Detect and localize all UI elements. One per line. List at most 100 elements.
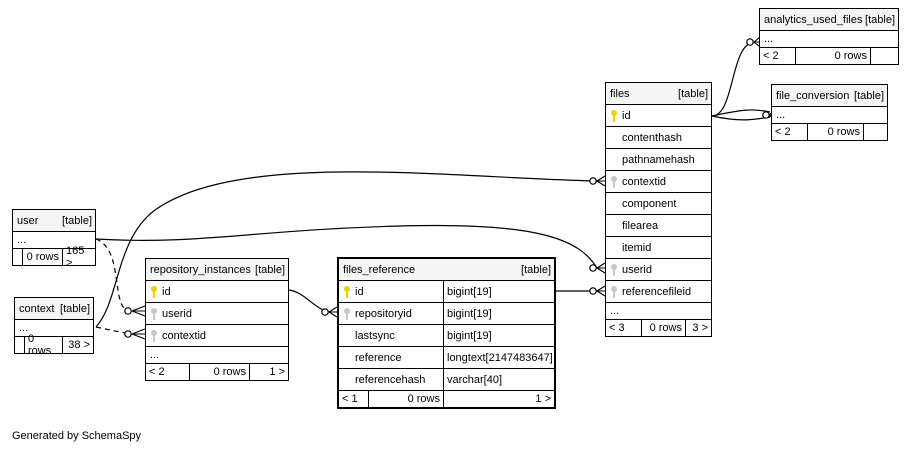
column-row[interactable]: pathnamehash [606,149,711,171]
crowsfoot-marker [596,262,606,274]
table-name: analytics_used_files [764,13,863,26]
foreign-key-icon [606,285,622,298]
column-name: id [162,285,171,298]
crowsfoot-marker [596,175,606,187]
table-user[interactable]: user [table] ... 0 rows 165 > [12,209,96,269]
column-name: userid [162,307,192,320]
optional-marker [589,177,597,185]
link-files-analytics [711,41,756,117]
column-type: longtext[2147483647] [443,347,554,368]
children-count[interactable]: 1 > [269,366,285,378]
table-header: files_reference [table] [339,259,554,281]
more-columns: ... [13,232,95,249]
parents-count[interactable] [13,249,23,265]
foreign-key-icon [339,307,355,320]
more-columns: ... [606,303,711,320]
children-count[interactable]: 3 > [692,322,708,334]
parents-count[interactable]: < 1 [339,391,369,407]
row-count: 0 rows [796,48,871,64]
children-count[interactable]: 38 > [68,339,90,351]
column-type: bigint[19] [443,303,554,324]
crowsfoot-marker [131,305,146,317]
row-count: 0 rows [642,320,686,336]
parents-count[interactable]: < 2 [146,364,190,380]
column-row[interactable]: userid [606,259,711,281]
table-footer: < 2 0 rows 1 > [146,364,288,380]
table-kind: [table] [60,302,90,315]
foreign-key-icon [606,263,622,276]
parents-count[interactable] [15,337,25,353]
table-kind: [table] [854,89,884,102]
column-name: contenthash [622,131,682,144]
table-kind: [table] [521,263,551,276]
optional-marker [321,308,329,316]
optional-marker [746,38,754,46]
column-row[interactable]: referencefileid [606,281,711,303]
column-name: id [622,109,631,122]
children-count[interactable] [871,48,898,64]
row-count: 0 rows [25,333,63,357]
column-row[interactable]: component [606,193,711,215]
table-header: file_conversion [table] [772,85,887,107]
table-footer: 0 rows 38 > [15,333,93,357]
crowsfoot-marker [131,328,146,340]
table-kind: [table] [255,263,285,276]
column-type: bigint[19] [443,281,554,302]
link-context-repo [95,326,131,335]
crowsfoot-marker [328,306,338,318]
table-header: user [table] [13,210,95,232]
more-columns: ... [15,320,93,337]
column-row[interactable]: userid [146,303,288,325]
more-columns: ... [760,31,898,48]
children-count[interactable]: 1 > [535,393,551,405]
column-row[interactable]: contenthash [606,127,711,149]
column-row[interactable]: id [606,105,711,127]
table-files[interactable]: files [table] id contenthash pathnamehas… [605,82,712,337]
row-count: 0 rows [808,124,864,140]
parents-count[interactable]: < 2 [760,48,796,64]
column-type: varchar[40] [443,369,554,390]
table-repository-instances[interactable]: repository_instances [table] id userid c… [145,258,289,381]
optional-marker [124,330,132,338]
generated-by-caption: Generated by SchemaSpy [12,430,142,442]
column-row[interactable]: id [146,281,288,303]
table-footer: 0 rows 165 > [13,245,95,269]
column-name: contextid [162,329,207,342]
children-count[interactable] [864,124,887,140]
table-name: user [17,214,39,227]
table-header: files [table] [606,83,711,105]
column-name: pathnamehash [622,153,695,166]
parents-count[interactable]: < 3 [606,320,642,336]
table-footer: < 3 0 rows 3 > [606,320,711,336]
table-name: files_reference [343,263,416,276]
row-count: 0 rows [190,364,250,380]
row-count: 0 rows [369,391,444,407]
column-type: bigint[19] [443,325,554,346]
link-user-repo [95,238,131,312]
foreign-key-icon [146,329,162,342]
table-context[interactable]: context [table] ... 0 rows 38 > [14,297,94,357]
foreign-key-icon [606,175,622,188]
column-row[interactable]: contextid [606,171,711,193]
optional-marker [124,307,132,315]
parents-count[interactable]: < 2 [772,124,808,140]
children-count[interactable]: 165 > [66,245,85,269]
table-kind: [table] [62,214,92,227]
column-row[interactable]: contextid [146,325,288,347]
primary-key-icon [146,285,162,298]
link-user-files [95,224,598,269]
column-row[interactable]: filearea [606,215,711,237]
link-files-conversion-b [711,115,771,121]
table-file-conversion[interactable]: file_conversion [table] ... < 2 0 rows [771,84,888,141]
table-analytics-used-files[interactable]: analytics_used_files [table] ... < 2 0 r… [759,8,899,65]
column-row[interactable]: itemid [606,237,711,259]
optional-marker [762,111,770,119]
row-count: 0 rows [23,249,63,265]
